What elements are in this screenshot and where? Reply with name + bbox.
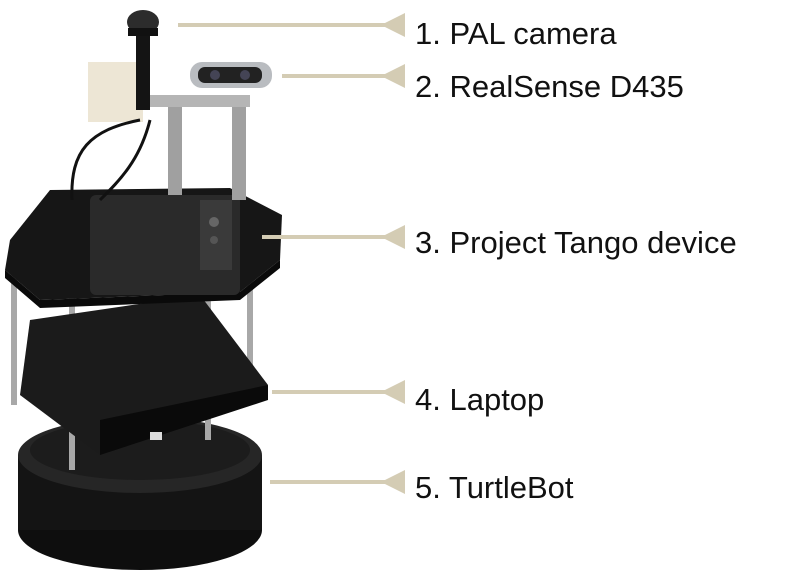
realsense-camera — [190, 62, 272, 88]
label-turtlebot: 5. TurtleBot — [415, 470, 574, 505]
callout-arrows — [178, 12, 405, 494]
laptop — [20, 295, 268, 455]
pal-camera — [127, 10, 159, 110]
label-tango: 3. Project Tango device — [415, 225, 737, 260]
sensor-mast — [70, 62, 250, 202]
label-pal-camera: 1. PAL camera — [415, 16, 617, 51]
tango-device — [90, 195, 240, 295]
label-realsense: 2. RealSense D435 — [415, 69, 684, 104]
label-laptop: 4. Laptop — [415, 382, 545, 417]
